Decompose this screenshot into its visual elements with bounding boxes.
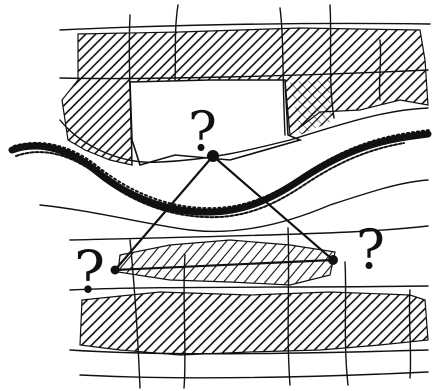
vertex-dot-right <box>328 255 338 265</box>
bottom-hatched-region <box>80 292 428 355</box>
question-mark-left: ? <box>74 238 105 306</box>
question-mark-right: ? <box>356 218 385 281</box>
vertex-dot-left <box>111 266 120 275</box>
question-mark-top: ? <box>188 100 217 163</box>
